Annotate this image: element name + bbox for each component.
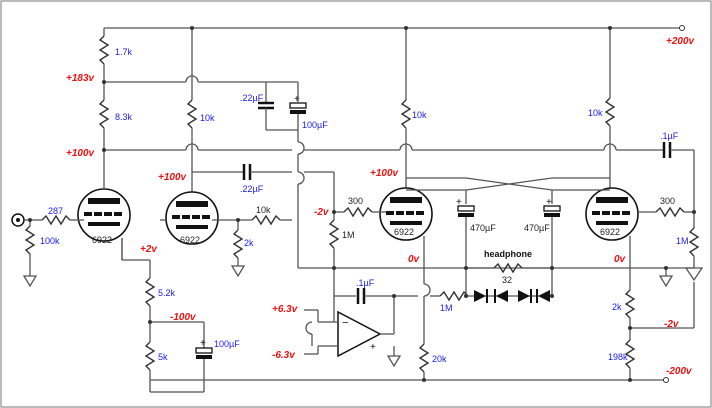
label-022uf-a: .22µF xyxy=(240,93,264,103)
label-1m-b: 1M xyxy=(440,303,453,313)
svg-text:6922: 6922 xyxy=(394,227,414,237)
label-20k: 20k xyxy=(432,354,447,364)
resistor-1m-output xyxy=(688,227,700,257)
resistor-10k-fb xyxy=(251,214,281,226)
label-v-minus100: -100v xyxy=(170,312,197,323)
label-470uf-b: 470µF xyxy=(524,223,550,233)
cap-022uf-bypass xyxy=(258,101,274,110)
resistor-headphone xyxy=(493,262,523,274)
label-100k: 100k xyxy=(40,236,60,246)
label-2k-a: 2k xyxy=(244,238,254,248)
resistor-198k xyxy=(624,339,636,369)
resistor-2k-stage2 xyxy=(232,229,244,259)
label-headphone: headphone xyxy=(484,249,532,259)
svg-text:+: + xyxy=(456,197,462,208)
label-v-minus6-3: -6.3v xyxy=(272,350,296,361)
cap-470uf-right: + xyxy=(543,197,561,217)
resistor-1m-diode xyxy=(439,290,469,302)
cap-470uf-left: + xyxy=(456,197,475,217)
svg-text:6922: 6922 xyxy=(180,235,200,245)
label-v-minus2-a: -2v xyxy=(314,207,330,218)
label-8k3: 8.3k xyxy=(115,112,133,122)
label-01uf-a: .1µF xyxy=(356,278,375,288)
label-022uf-b: .22µF xyxy=(240,184,264,194)
label-1k7: 1.7k xyxy=(115,47,133,57)
svg-text:+: + xyxy=(200,338,206,349)
label-198k: 198k xyxy=(608,352,628,362)
resistor-8k3 xyxy=(98,82,110,150)
label-10k-b: 10k xyxy=(412,110,427,120)
label-v-plus100-b: +100v xyxy=(158,172,188,183)
resistor-5k2 xyxy=(144,277,156,307)
label-300-b: 300 xyxy=(660,196,675,206)
label-10k-a: 10k xyxy=(200,113,215,123)
cap-100uf-bypass: + xyxy=(289,94,307,114)
resistor-20k xyxy=(418,343,430,373)
label-2k-b: 2k xyxy=(612,302,622,312)
input-jack xyxy=(11,213,25,227)
opamp: − + xyxy=(337,310,382,358)
resistor-287 xyxy=(41,214,71,226)
cap-01uf-opamp xyxy=(356,288,366,304)
label-1m-c: 1M xyxy=(676,236,689,246)
label-v-plus200: +200v xyxy=(666,36,696,47)
label-10k-d: 10k xyxy=(256,205,271,215)
label-287: 287 xyxy=(48,206,63,216)
svg-text:+: + xyxy=(546,197,552,208)
tube-1: 6922 xyxy=(77,188,131,245)
label-01uf-b: .1µF xyxy=(660,131,679,141)
label-5k2: 5.2k xyxy=(158,288,176,298)
label-5k: 5k xyxy=(158,352,168,362)
svg-text:+: + xyxy=(294,94,300,105)
label-100uf-a: 100µF xyxy=(302,120,328,130)
cap-100uf-cathode: + xyxy=(195,338,213,359)
label-v-0-a: 0v xyxy=(408,254,421,265)
label-v-plus2: +2v xyxy=(140,244,158,255)
resistor-1k7 xyxy=(98,28,110,82)
label-v-plus100-c: +100v xyxy=(370,168,400,179)
resistor-300-stage4 xyxy=(655,206,685,218)
tube-2: 6922 xyxy=(165,191,219,245)
resistor-300-stage3 xyxy=(343,206,373,218)
label-10k-c: 10k xyxy=(588,108,603,118)
label-v-plus6-3: +6.3v xyxy=(272,304,299,315)
label-v-minus200: -200v xyxy=(666,366,693,377)
label-470uf-a: 470µF xyxy=(470,223,496,233)
diode-string xyxy=(474,289,550,303)
label-1m-a: 1M xyxy=(342,230,355,240)
resistor-5k xyxy=(144,341,156,371)
resistor-2k-stage4 xyxy=(624,289,636,319)
svg-text:−: − xyxy=(342,317,348,329)
svg-text:6922: 6922 xyxy=(600,227,620,237)
label-v-plus183: +183v xyxy=(66,73,96,84)
resistor-1m-stage3 xyxy=(328,219,340,249)
resistor-10k-stage4 xyxy=(604,97,616,190)
label-32ohm: 32 xyxy=(502,275,512,285)
cap-01uf-output xyxy=(662,142,672,158)
label-v-plus100-a: +100v xyxy=(66,148,96,159)
label-v-minus2-b: -2v xyxy=(664,319,680,330)
label-v-0-b: 0v xyxy=(614,254,627,265)
resistor-10k-stage2 xyxy=(186,99,198,195)
label-300-a: 300 xyxy=(348,196,363,206)
cap-022uf-coupling xyxy=(242,164,252,180)
junction-dots xyxy=(28,26,696,382)
resistor-10k-stage3 xyxy=(400,99,412,190)
rail-plus-200v xyxy=(104,25,685,31)
svg-text:6922: 6922 xyxy=(92,235,112,245)
tube-3: 6922 xyxy=(379,187,433,241)
resistor-100k xyxy=(24,225,36,255)
label-100uf-b: 100µF xyxy=(214,339,240,349)
svg-text:+: + xyxy=(370,342,376,353)
tube-4: 6922 xyxy=(585,187,639,241)
